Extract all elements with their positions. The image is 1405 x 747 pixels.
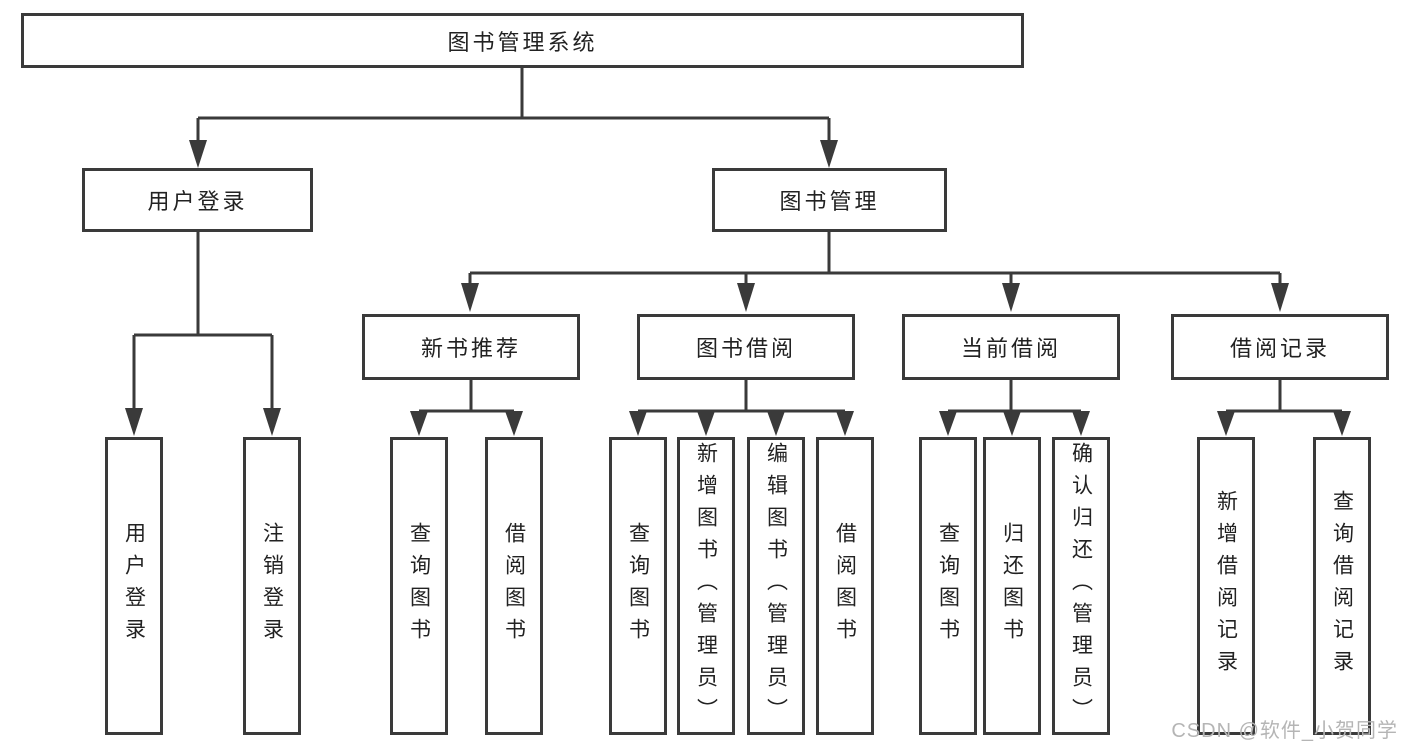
leaf-confirm-return-admin-label: 确认归还（管理员） xyxy=(1069,442,1093,730)
connector-root-to-level2 xyxy=(189,68,838,168)
leaf-query-books-recommend: 查询图书 xyxy=(390,437,448,735)
node-borrowing-records: 借阅记录 xyxy=(1171,314,1389,380)
leaf-logout-label: 注销登录 xyxy=(260,522,284,650)
leaf-query-books-current: 查询图书 xyxy=(919,437,977,735)
leaf-borrow-books-label: 借阅图书 xyxy=(833,522,857,650)
node-current-borrowing: 当前借阅 xyxy=(902,314,1120,380)
leaf-add-borrow-record: 新增借阅记录 xyxy=(1197,437,1255,735)
leaf-add-books-admin-label: 新增图书（管理员） xyxy=(694,442,718,730)
leaf-query-books-borrowing: 查询图书 xyxy=(609,437,667,735)
node-current-borrowing-label: 当前借阅 xyxy=(960,336,1061,361)
leaf-add-books-admin: 新增图书（管理员） xyxy=(677,437,735,735)
node-book-management: 图书管理 xyxy=(712,168,947,232)
node-book-management-label: 图书管理 xyxy=(779,189,880,214)
leaf-return-books: 归还图书 xyxy=(983,437,1041,735)
leaf-user-login-label: 用户登录 xyxy=(122,522,146,650)
connector-book-management-to-level3 xyxy=(461,232,1289,312)
leaf-query-borrow-record-label: 查询借阅记录 xyxy=(1330,490,1354,682)
leaf-user-login: 用户登录 xyxy=(105,437,163,735)
node-book-borrowing-label: 图书借阅 xyxy=(695,336,796,361)
connector-new-book-recommend-to-leaves xyxy=(410,380,523,436)
node-user-login: 用户登录 xyxy=(82,168,313,232)
node-root-label: 图书管理系统 xyxy=(447,29,598,55)
connector-current-borrowing-to-leaves xyxy=(939,380,1090,436)
node-borrowing-records-label: 借阅记录 xyxy=(1229,336,1330,361)
leaf-add-borrow-record-label: 新增借阅记录 xyxy=(1214,490,1238,682)
csdn-watermark: CSDN @软件_小贺同学 xyxy=(1171,720,1398,742)
leaf-confirm-return-admin: 确认归还（管理员） xyxy=(1052,437,1110,735)
node-root-library-management-system: 图书管理系统 xyxy=(21,13,1024,68)
connector-book-borrowing-to-leaves xyxy=(629,380,854,436)
leaf-query-books-borrowing-label: 查询图书 xyxy=(626,522,650,650)
leaf-borrow-books: 借阅图书 xyxy=(816,437,874,735)
leaf-borrow-books-recommend-label: 借阅图书 xyxy=(502,522,526,650)
leaf-return-books-label: 归还图书 xyxy=(1000,522,1024,650)
node-user-login-label: 用户登录 xyxy=(147,189,248,214)
node-new-book-recommend: 新书推荐 xyxy=(362,314,580,380)
leaf-query-books-current-label: 查询图书 xyxy=(936,522,960,650)
connector-user-login-to-leaves xyxy=(125,232,281,436)
node-book-borrowing: 图书借阅 xyxy=(637,314,855,380)
leaf-logout: 注销登录 xyxy=(243,437,301,735)
connector-borrowing-records-to-leaves xyxy=(1217,380,1351,436)
leaf-query-books-recommend-label: 查询图书 xyxy=(407,522,431,650)
leaf-borrow-books-recommend: 借阅图书 xyxy=(485,437,543,735)
leaf-edit-books-admin-label: 编辑图书（管理员） xyxy=(764,442,788,730)
node-new-book-recommend-label: 新书推荐 xyxy=(420,336,521,361)
leaf-query-borrow-record: 查询借阅记录 xyxy=(1313,437,1371,735)
leaf-edit-books-admin: 编辑图书（管理员） xyxy=(747,437,805,735)
